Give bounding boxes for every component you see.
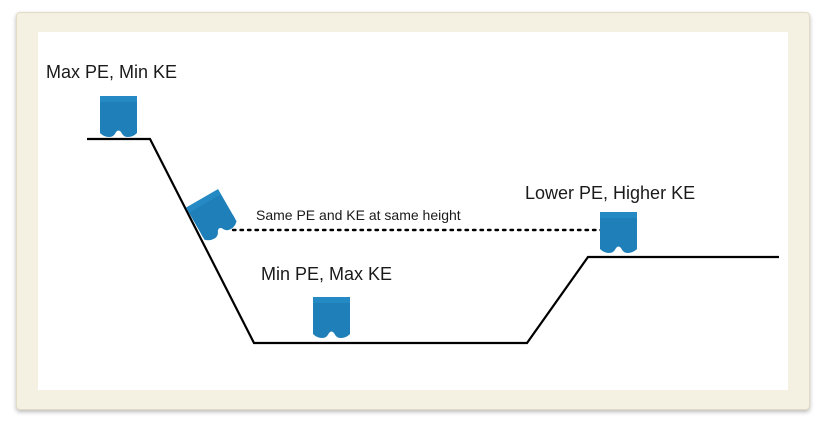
label-same-pe-ke: Same PE and KE at same height — [256, 207, 461, 223]
cart-bottom-icon — [313, 297, 350, 338]
diagram-frame — [16, 12, 810, 410]
track-line — [87, 137, 779, 345]
label-lower-pe-higher-ke: Lower PE, Higher KE — [525, 183, 696, 203]
label-max-pe-min-ke: Max PE, Min KE — [46, 62, 178, 82]
cart-slope-icon — [186, 189, 239, 244]
diagram-area — [38, 32, 788, 390]
cart-top-icon — [100, 96, 137, 137]
label-min-pe-max-ke: Min PE, Max KE — [261, 264, 393, 284]
cart-right-icon — [600, 212, 637, 253]
